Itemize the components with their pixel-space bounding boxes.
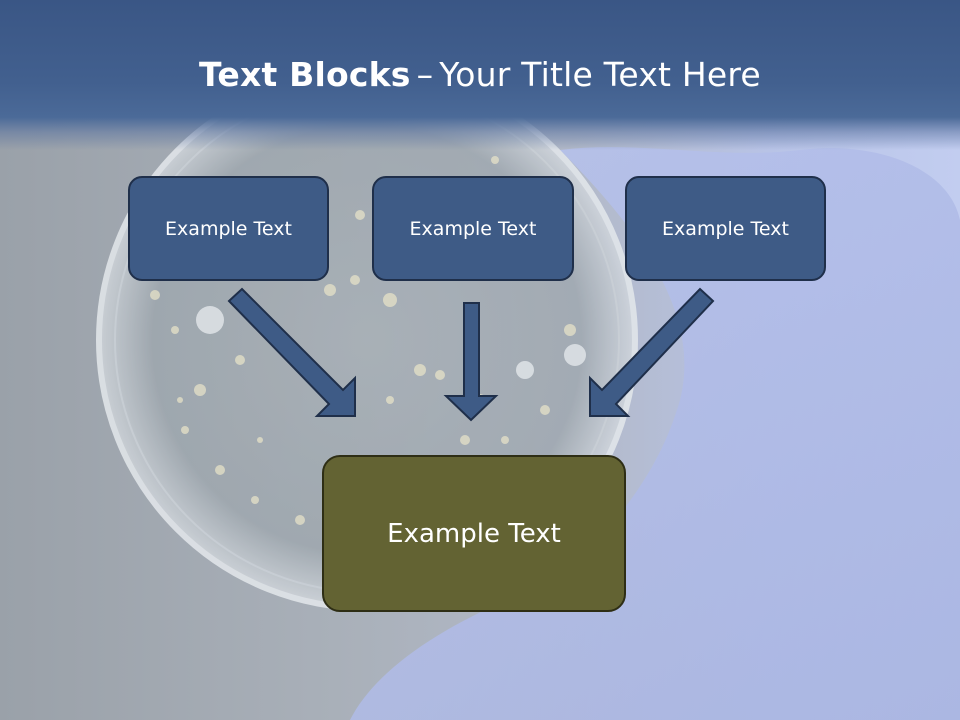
arrow-left-diagonal: [227, 287, 356, 417]
target-text-block-label: Example Text: [387, 518, 561, 549]
title-band: [0, 0, 960, 150]
text-block-2[interactable]: Example Text: [372, 176, 574, 281]
text-block-1-label: Example Text: [165, 217, 292, 240]
text-block-3-label: Example Text: [662, 217, 789, 240]
slide-title: Text Blocks–Your Title Text Here: [0, 52, 960, 98]
glove-shape: [350, 147, 960, 720]
title-bold: Text Blocks: [199, 55, 411, 94]
title-dash: –: [416, 55, 434, 94]
title-rest: Your Title Text Here: [439, 55, 761, 94]
arrow-center-down: [443, 302, 499, 422]
text-block-3[interactable]: Example Text: [625, 176, 826, 281]
text-block-2-label: Example Text: [409, 217, 537, 240]
target-text-block[interactable]: Example Text: [322, 455, 626, 612]
arrow-right-diagonal: [589, 287, 715, 417]
dish-bubbles: [150, 156, 586, 525]
text-block-1[interactable]: Example Text: [128, 176, 329, 281]
